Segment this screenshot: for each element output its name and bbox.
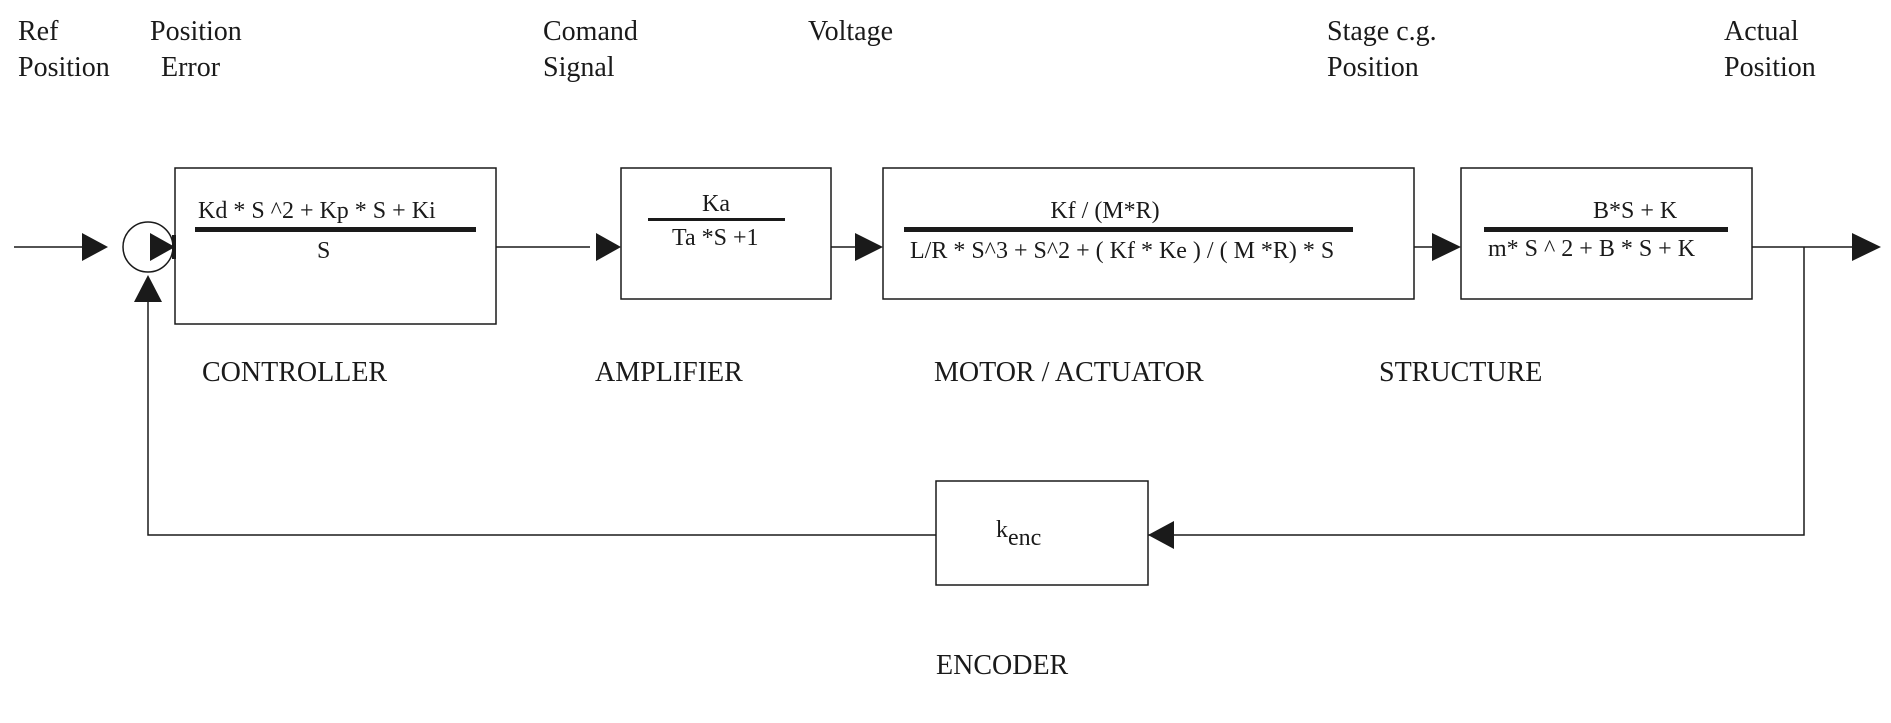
label-line: Position — [1724, 52, 1816, 83]
amplifier-numerator: Ka — [702, 191, 730, 217]
label-line: Position — [150, 16, 242, 47]
arrow-output-icon — [1852, 233, 1881, 261]
controller-denominator: S — [317, 238, 330, 264]
amplifier-denominator: Ta *S +1 — [672, 225, 759, 251]
structure-denominator: m* S ^ 2 + B * S + K — [1488, 236, 1696, 262]
label-line: Stage c.g. — [1327, 16, 1437, 47]
amplifier-block — [620, 167, 832, 300]
label-line: Error — [161, 52, 221, 83]
caption-motor: MOTOR / ACTUATOR — [934, 357, 1204, 388]
label-line: Comand — [543, 16, 638, 47]
motor-numerator: Kf / (M*R) — [1050, 198, 1159, 224]
arrow-into-motor-icon — [855, 233, 883, 261]
structure-numerator: B*S + K — [1593, 198, 1678, 224]
label-line: Signal — [543, 52, 615, 83]
arrow-into-encoder-icon — [1148, 521, 1174, 549]
arrow-into-controller-icon — [150, 233, 175, 261]
arrow-stub-icon — [172, 235, 176, 259]
label-line: Ref — [18, 16, 59, 47]
arrow-into-summer-icon — [82, 233, 108, 261]
encoder-gain-base: k — [996, 517, 1008, 543]
label-voltage: Voltage — [808, 14, 893, 50]
feedback-line-to-summer — [147, 302, 936, 536]
motor-fraction-bar — [904, 227, 1353, 232]
label-ref-position: Ref Position — [18, 14, 110, 86]
controller-block — [174, 167, 497, 325]
motor-denominator: L/R * S^3 + S^2 + ( Kf * Ke ) / ( M *R) … — [910, 238, 1334, 264]
encoder-gain-subscript: enc — [1008, 525, 1041, 551]
label-line: Position — [1327, 52, 1419, 83]
label-stage-cg-position: Stage c.g. Position — [1327, 14, 1437, 86]
label-actual-position: Actual Position — [1724, 14, 1816, 86]
feedback-line-to-encoder — [1148, 247, 1805, 536]
structure-fraction-bar — [1484, 227, 1728, 232]
label-command-signal: Comand Signal — [543, 14, 638, 86]
amplifier-fraction-bar — [648, 218, 785, 221]
motor-block — [882, 167, 1415, 300]
arrow-into-structure-icon — [1432, 233, 1461, 261]
encoder-gain: kenc — [996, 517, 1041, 551]
encoder-block — [935, 480, 1149, 586]
caption-structure: STRUCTURE — [1379, 357, 1543, 388]
controller-fraction-bar — [195, 227, 476, 232]
controller-numerator: Kd * S ^2 + Kp * S + Ki — [198, 198, 436, 224]
structure-block — [1460, 167, 1753, 300]
label-line: Actual — [1724, 16, 1799, 47]
arrow-feedback-into-summer-icon — [134, 275, 162, 302]
arrow-into-amplifier-icon — [596, 233, 621, 261]
label-line: Position — [18, 52, 110, 83]
caption-controller: CONTROLLER — [202, 357, 388, 388]
label-position-error: Position Error — [150, 14, 242, 86]
caption-amplifier: AMPLIFIER — [595, 357, 743, 388]
label-line: Voltage — [808, 16, 894, 47]
caption-encoder: ENCODER — [936, 650, 1069, 681]
